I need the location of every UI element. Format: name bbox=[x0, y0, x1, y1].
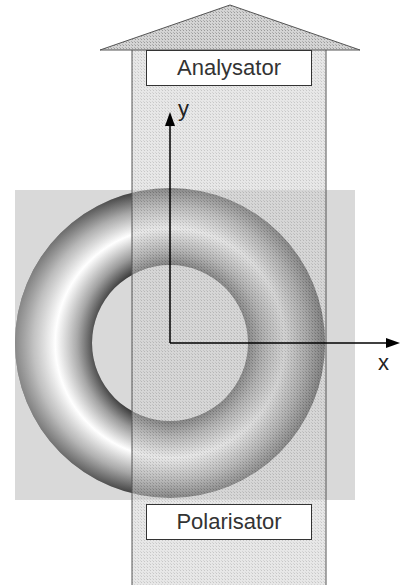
beam-edge bbox=[326, 50, 327, 585]
box-label: Analysator bbox=[177, 57, 281, 79]
x-axis-head bbox=[386, 338, 400, 348]
beam-edge bbox=[132, 50, 133, 585]
y-axis-head bbox=[165, 112, 175, 126]
axis-label: x bbox=[378, 352, 389, 374]
polarizer-box: Polarisator bbox=[146, 504, 312, 540]
box-label: Polarisator bbox=[176, 511, 281, 533]
beam-arrowhead bbox=[100, 5, 360, 50]
analyzer-box: Analysator bbox=[146, 50, 312, 86]
y-axis bbox=[169, 122, 171, 343]
axis-label: y bbox=[178, 98, 189, 120]
light-beam bbox=[132, 50, 326, 585]
x-axis bbox=[170, 342, 388, 344]
